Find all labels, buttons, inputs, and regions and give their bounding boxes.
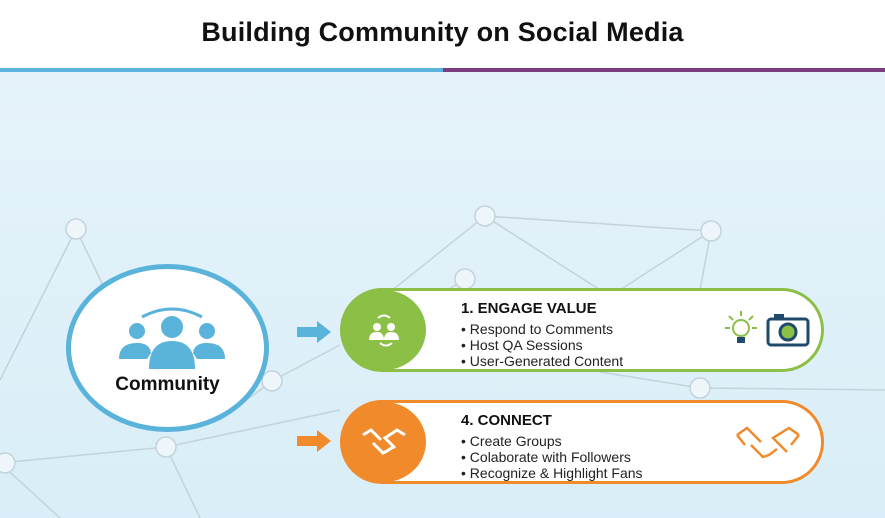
accent-bar-purple <box>443 68 885 72</box>
lightbulb-icon <box>725 311 757 343</box>
list-item: Recognize & Highlight Fans <box>470 465 643 481</box>
handshake-icon <box>736 426 800 459</box>
arrow-right-icon <box>297 321 331 343</box>
engage-people-icon <box>342 290 426 370</box>
step-heading: 4. CONNECT <box>461 412 552 429</box>
step-connect: 4. CONNECT Create Groups Colaborate with… <box>340 400 824 484</box>
handshake-icon <box>342 402 426 482</box>
accent-bar-blue <box>0 68 443 72</box>
camera-icon <box>766 314 810 347</box>
arrow-right-icon <box>297 430 331 452</box>
community-hub: Community <box>66 264 269 432</box>
step-heading: 1. ENGAGE VALUE <box>461 300 597 317</box>
step-list: Respond to Comments Host QA Sessions Use… <box>470 321 623 369</box>
hub-label: Community <box>115 374 220 395</box>
list-item: Colaborate with Followers <box>470 449 643 465</box>
step-list: Create Groups Colaborate with Followers … <box>470 433 643 481</box>
list-item: Create Groups <box>470 433 643 449</box>
page-title: Building Community on Social Media <box>201 17 684 47</box>
list-item: User-Generated Content <box>470 353 623 369</box>
step-engage-value: 1. ENGAGE VALUE Respond to Comments Host… <box>340 288 824 372</box>
list-item: Respond to Comments <box>470 321 623 337</box>
list-item: Host QA Sessions <box>470 337 623 353</box>
community-people-icon <box>119 307 225 369</box>
header: Building Community on Social Media <box>0 0 885 69</box>
